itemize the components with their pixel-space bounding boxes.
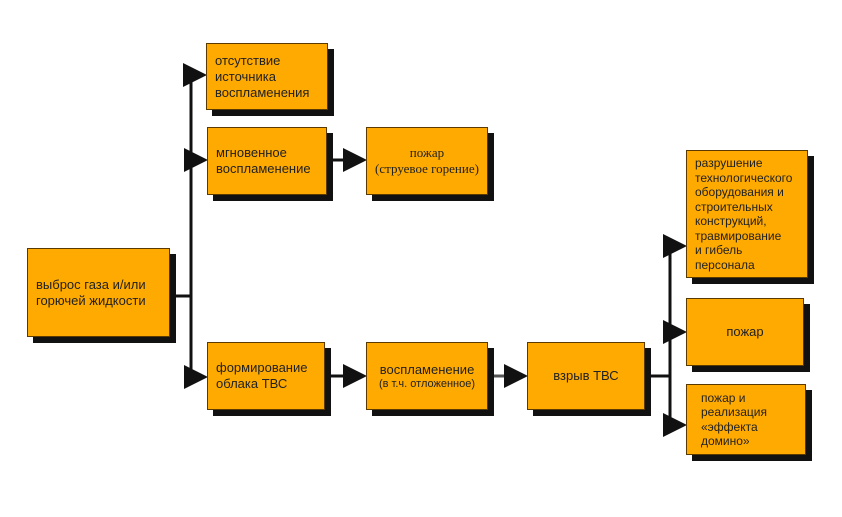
- node-domino-label: пожар и реализация «эффекта домино»: [701, 390, 767, 449]
- node-no-ignition: отсутствие источника воспламенения: [206, 43, 328, 110]
- node-source-label: выброс газа и/или горючей жидкости: [36, 276, 146, 308]
- node-destruction: разрушение технологического оборудования…: [686, 150, 808, 278]
- node-ignition-note: (в т.ч. отложенное): [378, 377, 475, 390]
- node-fire-label: пожар: [726, 324, 764, 339]
- node-fire: пожар: [686, 298, 804, 366]
- node-ignition-label: воспламенение: [379, 361, 475, 377]
- node-jet-fire-label: пожар (струевое горение): [375, 145, 479, 176]
- node-ignition: воспламенение (в т.ч. отложенное): [366, 342, 488, 410]
- node-cloud-formation: формирование облака ТВС: [207, 342, 325, 410]
- node-jet-fire: пожар (струевое горение): [366, 127, 488, 195]
- node-no-ignition-label: отсутствие источника воспламенения: [215, 52, 310, 100]
- node-instant-ignition-label: мгновенное воспламенение: [216, 145, 311, 176]
- node-destruction-label: разрушение технологического оборудования…: [695, 156, 793, 272]
- node-explosion: взрыв ТВС: [527, 342, 645, 410]
- node-source: выброс газа и/или горючей жидкости: [27, 248, 170, 337]
- node-instant-ignition: мгновенное воспламенение: [207, 127, 327, 195]
- node-explosion-label: взрыв ТВС: [553, 368, 619, 383]
- node-cloud-formation-label: формирование облака ТВС: [216, 360, 308, 391]
- node-domino: пожар и реализация «эффекта домино»: [686, 384, 806, 455]
